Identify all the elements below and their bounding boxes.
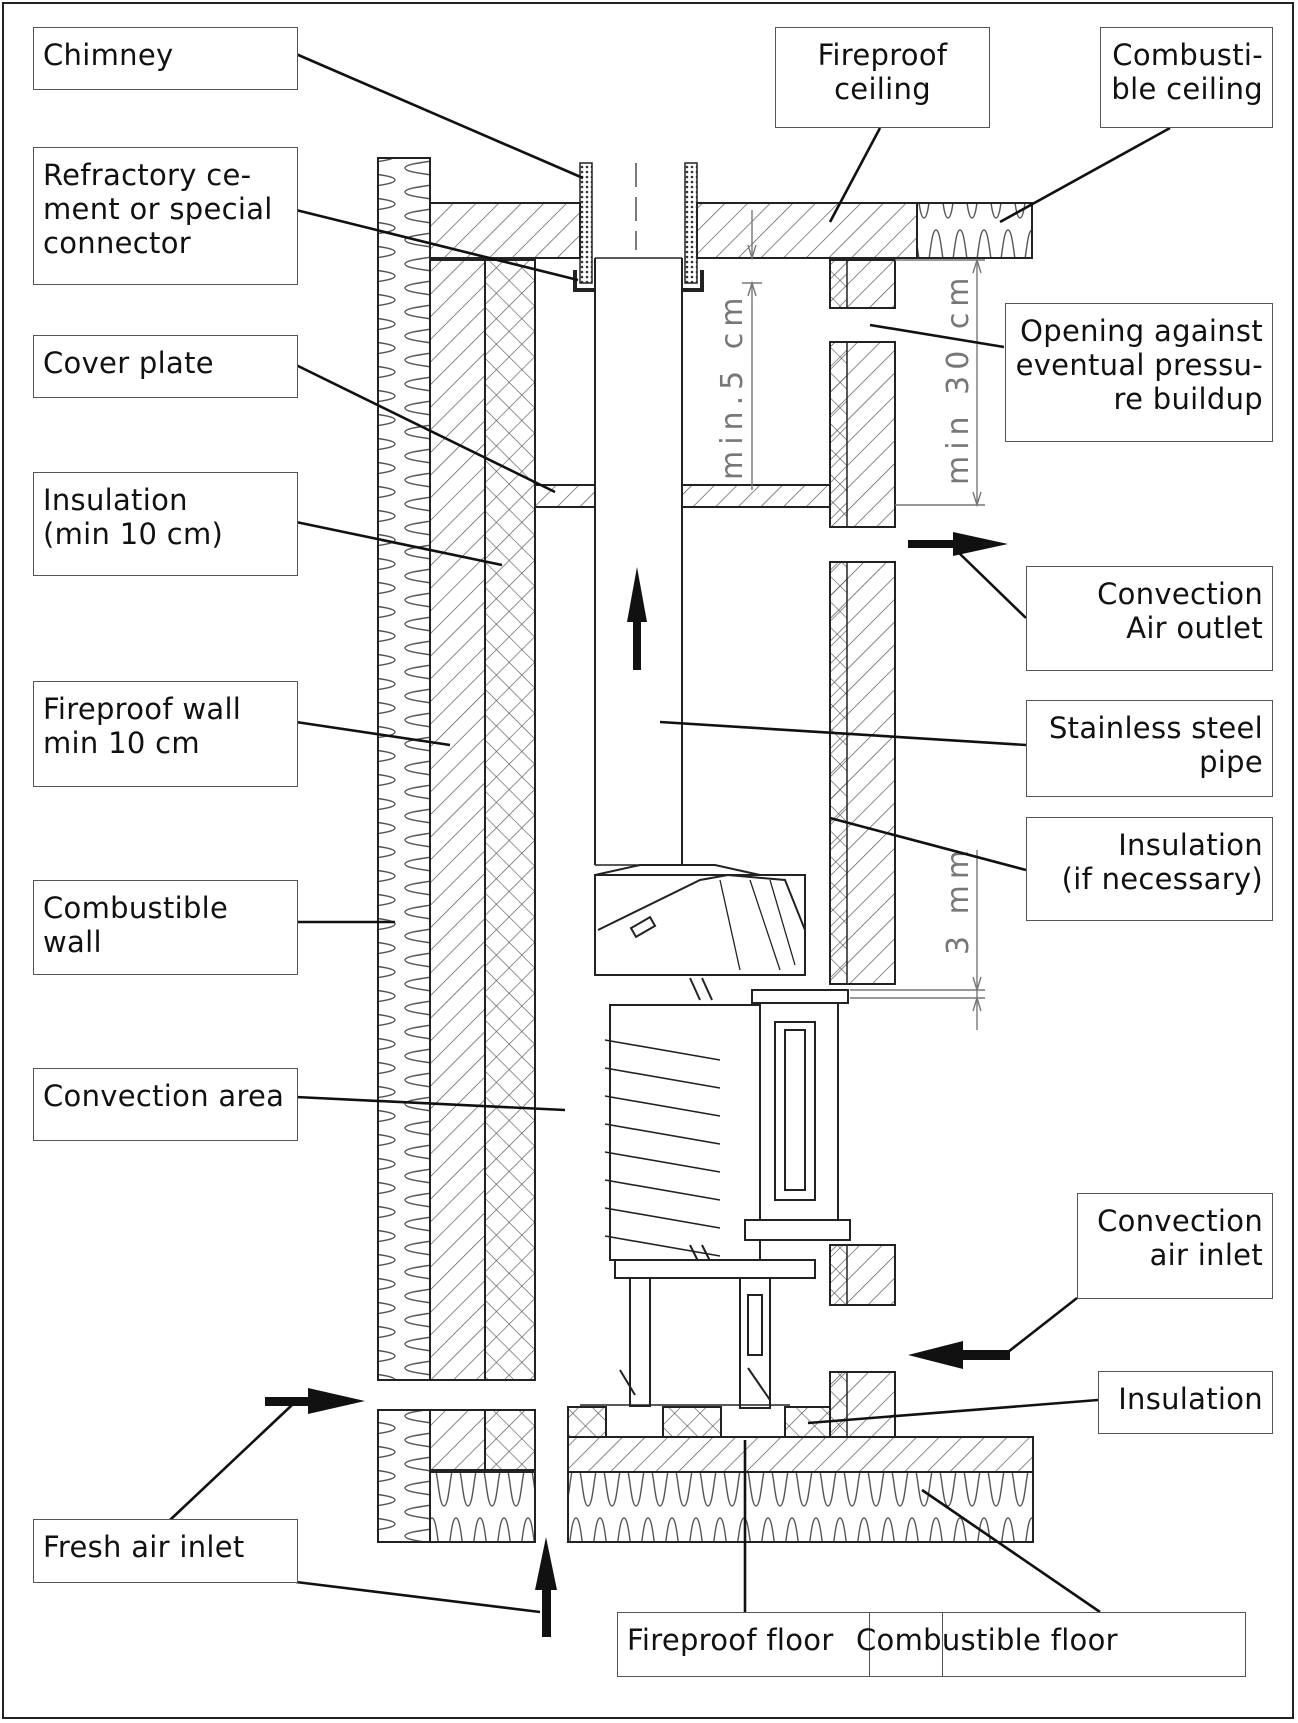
convection-outlet-arrow-icon (908, 532, 1008, 556)
wall-insulation-shape (484, 259, 536, 1471)
label-fresh-air-inlet: Fresh air inlet (33, 1519, 298, 1583)
label-fireproof-wall: Fireproof wall min 10 cm (33, 681, 298, 787)
floor-insulation-shape (567, 1406, 831, 1438)
combustible-wall-shape (377, 157, 431, 1543)
dimension-lines (742, 210, 985, 1030)
label-insulation: Insulation (1098, 1371, 1273, 1434)
label-fireproof-ceiling: Fireproof ceiling (775, 27, 990, 128)
fresh-air-up-arrow-icon (535, 1537, 557, 1637)
dimension-min-5-cm: min.5 cm (715, 292, 750, 480)
label-cover-plate: Cover plate (33, 335, 298, 398)
label-fireproof-floor: Fireproof floor (617, 1612, 870, 1677)
cover-plate-shape (534, 484, 831, 508)
fresh-air-right-arrow-icon (265, 1388, 365, 1414)
label-opening-pressure-buildup: Opening against eventual pressu- re buil… (1005, 303, 1273, 442)
dimension-min-30-cm: min 30 cm (941, 271, 976, 485)
label-insulation-min-10cm: Insulation (min 10 cm) (33, 472, 298, 576)
up-arrow-icon (627, 567, 647, 670)
combustible-floor-shape (429, 1471, 1034, 1543)
combustible-ceiling-shape (916, 202, 1033, 259)
dimension-3-mm: 3 mm (941, 844, 976, 955)
label-combustible-wall: Combustible wall (33, 880, 298, 975)
label-refractory-cement: Refractory ce- ment or special connector (33, 147, 298, 285)
fireproof-ceiling-shape (429, 202, 918, 259)
label-chimney: Chimney (33, 27, 298, 90)
flow-arrows (265, 532, 1010, 1637)
label-combustible-floor: Combustible floor (856, 1612, 1246, 1677)
convection-inlet-arrow-icon (908, 1341, 1010, 1369)
leader-lines (169, 52, 1171, 1614)
fireproof-wall-shape (429, 259, 486, 1471)
label-convection-air-outlet: Convection Air outlet (1026, 566, 1273, 671)
stainless-steel-pipe-shape (594, 257, 683, 866)
label-convection-area: Convection area (33, 1068, 298, 1141)
hood-panels-shape (829, 259, 896, 1438)
label-stainless-steel-pipe: Stainless steel pipe (1026, 700, 1273, 797)
label-combustible-ceiling: Combusti- ble ceiling (1100, 27, 1273, 128)
label-convection-air-inlet: Convection air inlet (1077, 1193, 1273, 1299)
fireproof-floor-shape (567, 1436, 1034, 1473)
label-insulation-if-necessary: Insulation (if necessary) (1026, 817, 1273, 921)
stove-shape (580, 864, 851, 1409)
chimney-shape (573, 162, 704, 292)
